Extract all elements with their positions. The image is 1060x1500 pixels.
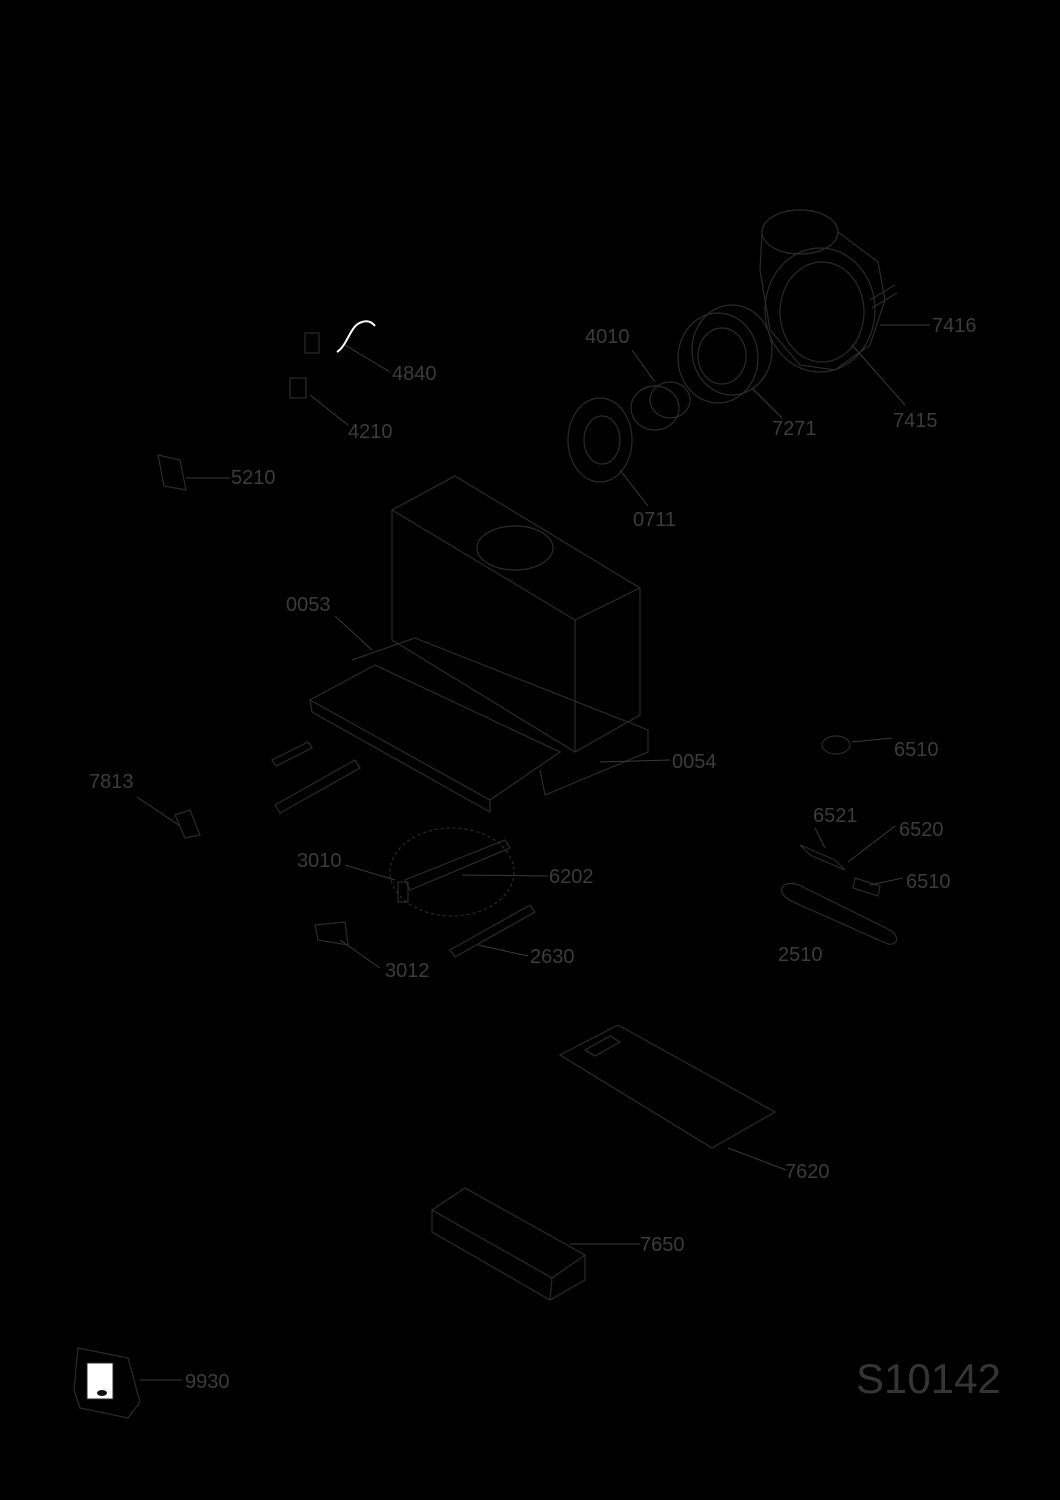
label-6521: 6521 [813, 805, 858, 827]
label-0711: 0711 [633, 509, 676, 531]
motor-part [630, 381, 691, 431]
leader-lines [136, 324, 930, 1381]
hood-body-part [391, 475, 641, 753]
switch-group-part [799, 844, 881, 897]
label-7416: 7416 [932, 315, 977, 337]
label-6510-knob: 6510 [894, 739, 939, 761]
label-9930: 9930 [185, 1371, 230, 1393]
label-7650: 7650 [640, 1234, 685, 1256]
label-4210: 4210 [348, 421, 393, 443]
label-0053: 0053 [286, 594, 331, 616]
impeller-part [677, 304, 773, 404]
fan-housing-part [759, 209, 898, 373]
label-6202: 6202 [549, 866, 594, 888]
knob-part [821, 735, 851, 755]
part-labels: 4840 4210 5210 4010 7271 7416 7415 0711 … [89, 315, 977, 1393]
label-7813: 7813 [89, 771, 134, 793]
telescopic-tray-part [308, 637, 649, 814]
grease-filter-part [558, 1024, 777, 1149]
label-0054: 0054 [672, 751, 717, 773]
control-group-part [389, 827, 515, 917]
label-7415: 7415 [893, 410, 938, 432]
label-2510: 2510 [778, 944, 823, 966]
label-7271: 7271 [772, 418, 817, 440]
bracket-part [174, 809, 201, 839]
documentation-bag-part [73, 1347, 141, 1419]
motor-plate-part [567, 397, 633, 483]
rail-parts [271, 741, 361, 814]
cable-part [304, 320, 376, 354]
label-4010: 4010 [585, 326, 630, 348]
switch-part [289, 377, 307, 399]
rail-2630-part [449, 904, 536, 958]
label-2630: 2630 [530, 946, 575, 968]
switch-plate-part [781, 882, 898, 945]
label-6520: 6520 [899, 819, 944, 841]
label-3010: 3010 [297, 850, 342, 872]
label-4840: 4840 [392, 363, 437, 385]
label-7620: 7620 [785, 1161, 830, 1183]
label-3012: 3012 [385, 960, 430, 982]
label-6510-switch: 6510 [906, 871, 951, 893]
drawing-code: S10142 [856, 1355, 1001, 1402]
pcb-part [157, 454, 187, 491]
carbon-filter-part [431, 1187, 586, 1301]
label-5210: 5210 [231, 467, 276, 489]
